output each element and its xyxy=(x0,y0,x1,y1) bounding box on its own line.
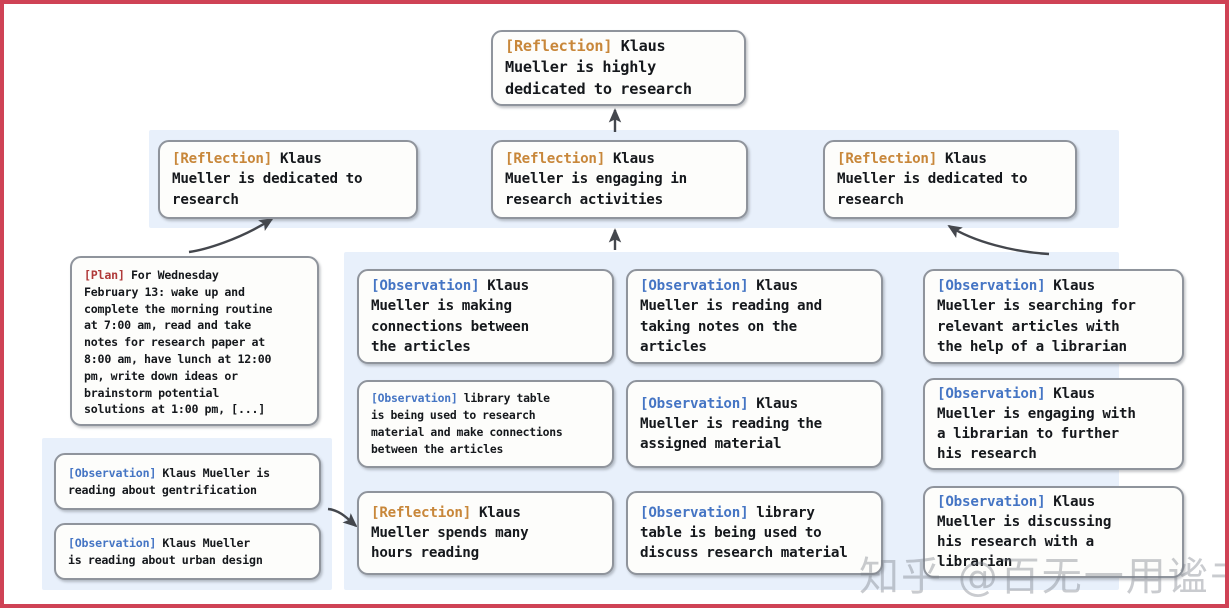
tag-observation: [Observation] xyxy=(68,535,157,550)
node-body: For Wednesday February 13: wake up and c… xyxy=(84,268,273,417)
node-body: Klaus Mueller is discussing his research… xyxy=(937,493,1112,571)
node-body: library table is being used to discuss r… xyxy=(640,504,848,562)
node-text: [Observation] Klaus Mueller is discussin… xyxy=(937,492,1111,573)
node-body: Klaus Mueller is searching for relevant … xyxy=(937,278,1136,355)
node-text: [Observation] library table is being use… xyxy=(640,503,848,563)
tag-plan: [Plan] xyxy=(84,268,125,282)
node-text: [Observation] Klaus Mueller is searching… xyxy=(937,276,1136,357)
node-mid-reflection-right[interactable]: [Reflection] Klaus Mueller is dedicated … xyxy=(823,140,1077,219)
node-body: Klaus Mueller is dedicated to research xyxy=(172,151,363,208)
node-text: [Observation] library table is being use… xyxy=(371,390,563,458)
tag-observation: [Observation] xyxy=(937,493,1046,510)
tag-observation: [Observation] xyxy=(640,395,749,412)
tag-reflection: [Reflection] xyxy=(837,151,938,168)
node-body: Klaus Mueller is highly dedicated to res… xyxy=(505,36,692,98)
node-body: Klaus Mueller is engaging in research ac… xyxy=(505,151,688,208)
node-text: [Reflection] Klaus Mueller is dedicated … xyxy=(837,149,1028,209)
node-body: Klaus Mueller is reading about urban des… xyxy=(68,535,263,567)
node-text: [Reflection] Klaus Mueller spends many h… xyxy=(371,503,529,563)
node-plan[interactable]: [Plan] For Wednesday February 13: wake u… xyxy=(70,256,319,426)
node-body: Klaus Mueller is engaging with a librari… xyxy=(937,385,1136,463)
tag-observation: [Observation] xyxy=(68,465,157,480)
node-text: [Observation] Klaus Mueller is engaging … xyxy=(937,384,1136,465)
node-obs-col2-1[interactable]: [Observation] Klaus Mueller is reading a… xyxy=(626,269,883,364)
tag-reflection: [Reflection] xyxy=(505,36,613,55)
node-body: Klaus Mueller is dedicated to research xyxy=(837,151,1028,208)
tag-reflection: [Reflection] xyxy=(371,504,472,521)
tag-observation: [Observation] xyxy=(937,278,1046,295)
node-text: [Observation] Klaus Mueller is making co… xyxy=(371,276,529,357)
node-obs-col3-1[interactable]: [Observation] Klaus Mueller is searching… xyxy=(923,269,1184,364)
tag-observation: [Observation] xyxy=(937,385,1046,402)
node-text: [Reflection] Klaus Mueller is highly ded… xyxy=(505,36,692,101)
tag-reflection: [Reflection] xyxy=(505,151,606,168)
node-text: [Observation] Klaus Mueller is reading a… xyxy=(640,276,822,357)
node-mid-reflection-left[interactable]: [Reflection] Klaus Mueller is dedicated … xyxy=(158,140,418,219)
node-text: [Observation] Klaus Mueller is reading a… xyxy=(68,535,263,569)
node-text: [Observation] Klaus Mueller is reading t… xyxy=(640,394,822,454)
node-body: Klaus Mueller is making connections betw… xyxy=(371,278,530,355)
node-obs-col2-2[interactable]: [Observation] Klaus Mueller is reading t… xyxy=(626,380,883,468)
node-text: [Observation] Klaus Mueller is reading a… xyxy=(68,465,270,499)
node-body: Klaus Mueller is reading the assigned ma… xyxy=(640,395,823,453)
node-mid-reflection-center[interactable]: [Reflection] Klaus Mueller is engaging i… xyxy=(491,140,748,219)
node-body: Klaus Mueller is reading and taking note… xyxy=(640,278,823,355)
node-obs-col3-2[interactable]: [Observation] Klaus Mueller is engaging … xyxy=(923,378,1184,470)
node-top-reflection[interactable]: [Reflection] Klaus Mueller is highly ded… xyxy=(491,30,746,106)
tag-observation: [Observation] xyxy=(371,390,458,405)
tag-reflection: [Reflection] xyxy=(172,151,273,168)
node-obs-col3-3[interactable]: [Observation] Klaus Mueller is discussin… xyxy=(923,486,1184,578)
node-body: Klaus Mueller spends many hours reading xyxy=(371,504,529,562)
node-obs-left-2[interactable]: [Observation] Klaus Mueller is reading a… xyxy=(54,523,321,580)
tag-observation: [Observation] xyxy=(371,278,480,295)
node-obs-col2-3[interactable]: [Observation] library table is being use… xyxy=(626,491,883,575)
tag-observation: [Observation] xyxy=(640,278,749,295)
node-obs-col1-3[interactable]: [Reflection] Klaus Mueller spends many h… xyxy=(357,491,614,575)
tag-observation: [Observation] xyxy=(640,504,749,521)
node-text: [Plan] For Wednesday February 13: wake u… xyxy=(84,267,273,418)
node-obs-col1-1[interactable]: [Observation] Klaus Mueller is making co… xyxy=(357,269,614,364)
node-body: Klaus Mueller is reading about gentrific… xyxy=(68,465,270,497)
node-text: [Reflection] Klaus Mueller is dedicated … xyxy=(172,149,363,209)
node-body: library table is being used to research … xyxy=(371,390,563,457)
node-obs-left-1[interactable]: [Observation] Klaus Mueller is reading a… xyxy=(54,453,321,510)
node-text: [Reflection] Klaus Mueller is engaging i… xyxy=(505,149,687,209)
node-obs-col1-2[interactable]: [Observation] library table is being use… xyxy=(357,380,614,468)
